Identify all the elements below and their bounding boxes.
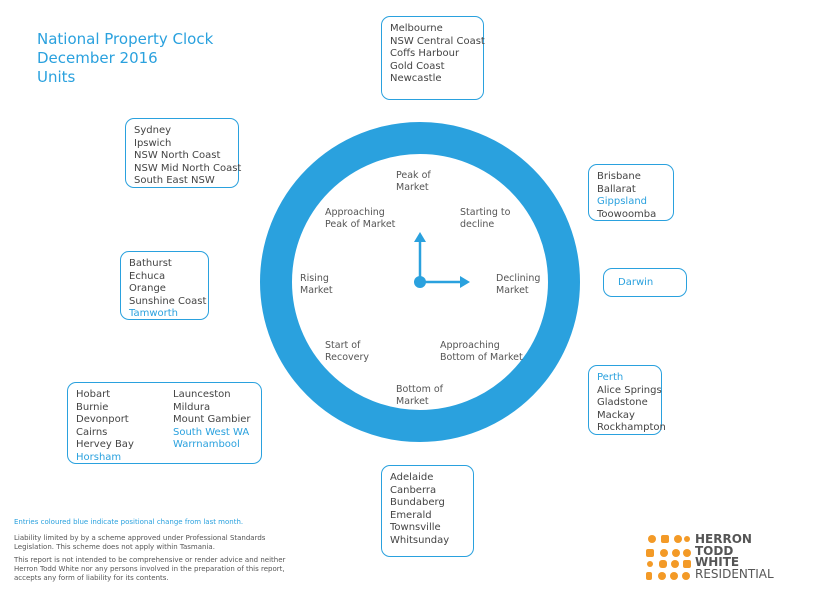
- phase-approaching-peak-line-2: Peak of Market: [325, 219, 396, 230]
- htw-logo-text: HERRON TODD WHITE RESIDENTIAL: [695, 532, 774, 581]
- region-list-item: Burnie: [76, 401, 109, 413]
- page-title: National Property Clock December 2016 Un…: [37, 30, 213, 87]
- region-list-item: Bathurst: [129, 258, 172, 269]
- title-line-1: National Property Clock: [37, 30, 214, 48]
- phase-approaching-peak-line-1: Approaching: [325, 207, 385, 218]
- region-list-item: Brisbane: [597, 171, 641, 182]
- phase-declining-line-1: Declining: [496, 273, 541, 284]
- region-list-item: Mackay: [597, 409, 635, 421]
- phase-bottom: Bottom of Market: [396, 384, 443, 408]
- region-list-item: Horsham: [76, 451, 122, 463]
- phase-approaching-bottom-line-1: Approaching: [440, 340, 500, 351]
- logo-line-4: RESIDENTIAL: [695, 566, 774, 581]
- region-list-item: Hervey Bay: [76, 439, 134, 450]
- htw-logo-mark: [646, 535, 691, 580]
- region-list-item: Sunshine Coast: [129, 295, 207, 307]
- liability-note: Liability limited by by a scheme approve…: [14, 534, 265, 552]
- phase-rising: Rising Market: [300, 273, 333, 297]
- region-list-item: Canberra: [390, 484, 437, 496]
- phase-approaching-peak: Approaching Peak of Market: [325, 207, 395, 231]
- region-list-item: Sydney: [134, 125, 172, 136]
- disclaimer-line-2: Herron Todd White nor any persons involv…: [14, 565, 285, 573]
- clock-hand-horizontal-arrow: [460, 276, 470, 288]
- region-list-item: Mildura: [173, 401, 211, 413]
- clock-hand-vertical-arrow: [414, 232, 426, 242]
- region-list-item: Gladstone: [597, 397, 648, 408]
- region-list-item: Cairns: [76, 426, 108, 438]
- phase-approaching-bottom-line-2: Bottom of Market: [440, 352, 523, 363]
- region-list-item: Echuca: [129, 270, 166, 282]
- liability-line-1: Liability limited by by a scheme approve…: [14, 534, 266, 542]
- region-list-item: Adelaide: [390, 472, 434, 483]
- region-list-item: Orange: [129, 283, 166, 294]
- disclaimer-line-1: This report is not intended to be compre…: [14, 556, 286, 564]
- logo-line-1: HERRON: [695, 532, 752, 546]
- disclaimer-note: This report is not intended to be compre…: [14, 556, 285, 583]
- phase-peak-line-2: Market: [396, 182, 429, 193]
- logo-line-2: TODD: [695, 543, 734, 558]
- region-list-item: South East NSW: [134, 175, 215, 186]
- region-list-item: Launceston: [173, 389, 231, 400]
- phase-start-of-recovery: Start of Recovery: [325, 340, 369, 364]
- phase-approaching-bottom: Approaching Bottom of Market: [440, 340, 523, 364]
- disclaimer-line-3: accepts any form of liability for its co…: [14, 574, 169, 582]
- region-list-item: Ballarat: [597, 183, 636, 195]
- region-list-item: NSW Central Coast: [390, 35, 485, 47]
- region-list-item: Whitsunday: [390, 534, 450, 546]
- region-list-item: Coffs Harbour: [390, 48, 460, 59]
- region-box-declining: Darwin: [603, 268, 687, 297]
- liability-line-2: Legislation. This scheme does not apply …: [14, 543, 215, 551]
- region-list-item: Hobart: [76, 389, 111, 400]
- region-list-item: Rockhampton: [597, 422, 666, 433]
- region-list-item: Devonport: [76, 414, 129, 425]
- region-list-item: Gold Coast: [390, 60, 445, 72]
- region-list-item: Mount Gambier: [173, 414, 251, 425]
- region-list-item: Ipswich: [134, 137, 172, 149]
- region-list-item: Alice Springs: [597, 384, 662, 396]
- logo-line-3: WHITE: [695, 555, 740, 569]
- phase-starting-to-decline: Starting to decline: [460, 207, 510, 231]
- clock-center: [414, 276, 426, 288]
- phase-bottom-line-2: Market: [396, 396, 429, 407]
- region-list-item: Townsville: [390, 522, 441, 533]
- phase-rising-line-1: Rising: [300, 273, 329, 284]
- phase-declining-line-2: Market: [496, 285, 529, 296]
- region-list-item: Tamworth: [129, 308, 178, 319]
- phase-rising-line-2: Market: [300, 285, 333, 296]
- region-list-item: Bundaberg: [390, 497, 445, 508]
- region-list-item: Darwin: [618, 277, 654, 288]
- phase-starting-decline-line-2: decline: [460, 219, 495, 230]
- region-list-item: NSW North Coast: [134, 150, 221, 161]
- clock-ring: [260, 122, 580, 442]
- title-line-3: Units: [37, 68, 76, 86]
- region-list-item: Toowoomba: [597, 208, 657, 220]
- region-list-item: Melbourne: [390, 23, 443, 34]
- legend-note: Entries coloured blue indicate positiona…: [14, 518, 244, 526]
- phase-peak-line-1: Peak of: [396, 170, 431, 181]
- phase-starting-decline-line-1: Starting to: [460, 207, 511, 218]
- phase-bottom-line-1: Bottom of: [396, 384, 444, 395]
- title-line-2: December 2016: [37, 49, 158, 67]
- phase-peak: Peak of Market: [396, 170, 431, 194]
- region-list-item: Newcastle: [390, 73, 442, 84]
- region-list-item: NSW Mid North Coast: [134, 162, 242, 174]
- region-list-item: Gippsland: [597, 196, 648, 207]
- phase-start-recovery-line-1: Start of: [325, 340, 361, 351]
- region-list-item: Perth: [597, 372, 624, 383]
- phase-declining: Declining Market: [496, 273, 540, 297]
- region-list-item: South West WA: [173, 426, 250, 438]
- phase-start-recovery-line-2: Recovery: [325, 352, 370, 363]
- region-list-item: Warrnambool: [173, 439, 240, 450]
- region-list-item: Emerald: [390, 509, 432, 521]
